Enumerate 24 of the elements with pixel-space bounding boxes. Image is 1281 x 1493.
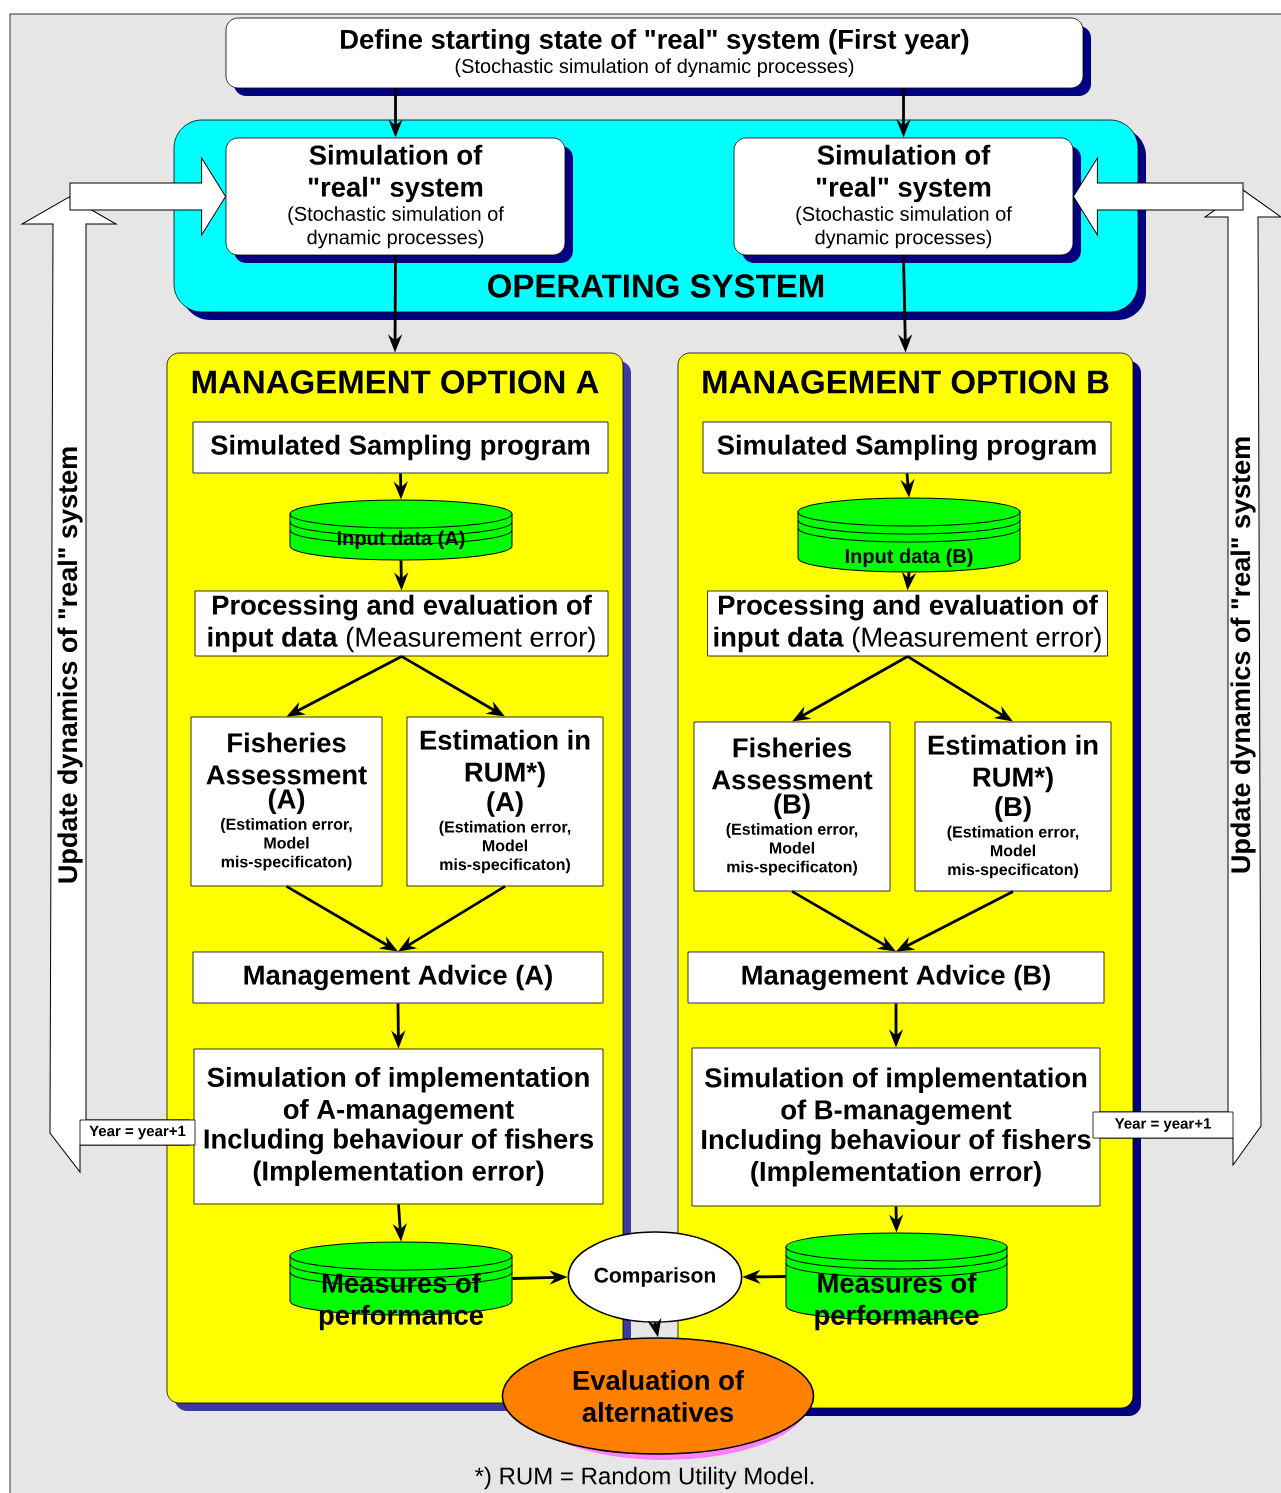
ellipse-box: Evaluation of alternatives	[501, 1337, 815, 1460]
process-box: Processing and evaluation of input data (Measurement error)	[194, 590, 609, 657]
label-box: Year = year+1	[1092, 1111, 1234, 1139]
process-box: Management Advice (A)	[192, 951, 604, 1004]
process-box: Fisheries Assessment (B) (Estimation error, Model mis-specificaton)	[693, 721, 891, 892]
process-box: Simulation of implementation of B-management Including behaviour of fishers (Implementation error)	[691, 1047, 1101, 1207]
process-box: Simulation of "real" system (Stochastic simulation of dynamic processes)	[733, 137, 1081, 263]
process-box: Simulated Sampling program	[702, 421, 1112, 474]
database-cylinder: Input data (B)	[797, 497, 1021, 573]
process-box: Define starting state of "real" system (First year) (Stochastic simulation of dynamic processes)	[225, 17, 1091, 96]
node-label: Update dynamics of "real" system	[1230, 437, 1256, 873]
label-box: Year = year+1	[79, 1119, 196, 1146]
process-box: Estimation in RUM*) (A) (Estimation error, Model mis-specificaton)	[406, 716, 604, 887]
process-box: Management Advice (B)	[687, 951, 1105, 1004]
block-arrow	[69, 157, 227, 236]
database-cylinder: Measures of performance	[785, 1232, 1008, 1331]
process-box: Simulation of implementation of A-management Including behaviour of fishers (Implementation error)	[193, 1048, 604, 1205]
process-box: Simulation of "real" system (Stochastic simulation of dynamic processes)	[225, 137, 573, 263]
process-box: Simulated Sampling program	[192, 421, 609, 474]
process-box: Estimation in RUM*) (B) (Estimation error, Model mis-specificaton)	[914, 721, 1112, 892]
block-arrow	[1072, 157, 1244, 236]
process-box: Processing and evaluation of input data (Measurement error)	[707, 590, 1108, 657]
process-box: Fisheries Assessment (A) (Estimation error, Model mis-specificaton)	[190, 716, 383, 887]
ellipse-box: Comparison	[567, 1231, 743, 1323]
